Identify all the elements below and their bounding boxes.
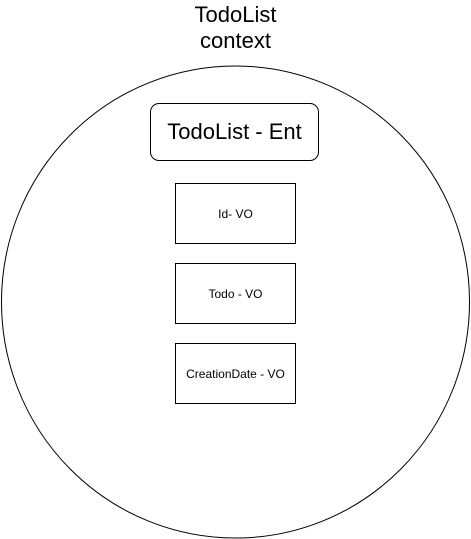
- value-object-id[interactable]: Id- VO: [175, 183, 296, 244]
- value-object-label: Todo - VO: [208, 286, 263, 301]
- value-object-label: CreationDate - VO: [186, 366, 285, 381]
- value-object-todo[interactable]: Todo - VO: [175, 263, 296, 324]
- entity-todolist[interactable]: TodoList - Ent: [150, 103, 319, 161]
- value-object-creation-date[interactable]: CreationDate - VO: [175, 343, 296, 404]
- context-title-line1: TodoList: [194, 2, 277, 27]
- value-object-label: Id- VO: [218, 206, 253, 221]
- context-title-line2: context: [200, 28, 271, 53]
- entity-label: TodoList - Ent: [167, 119, 302, 144]
- context-title: TodoList context: [0, 2, 471, 54]
